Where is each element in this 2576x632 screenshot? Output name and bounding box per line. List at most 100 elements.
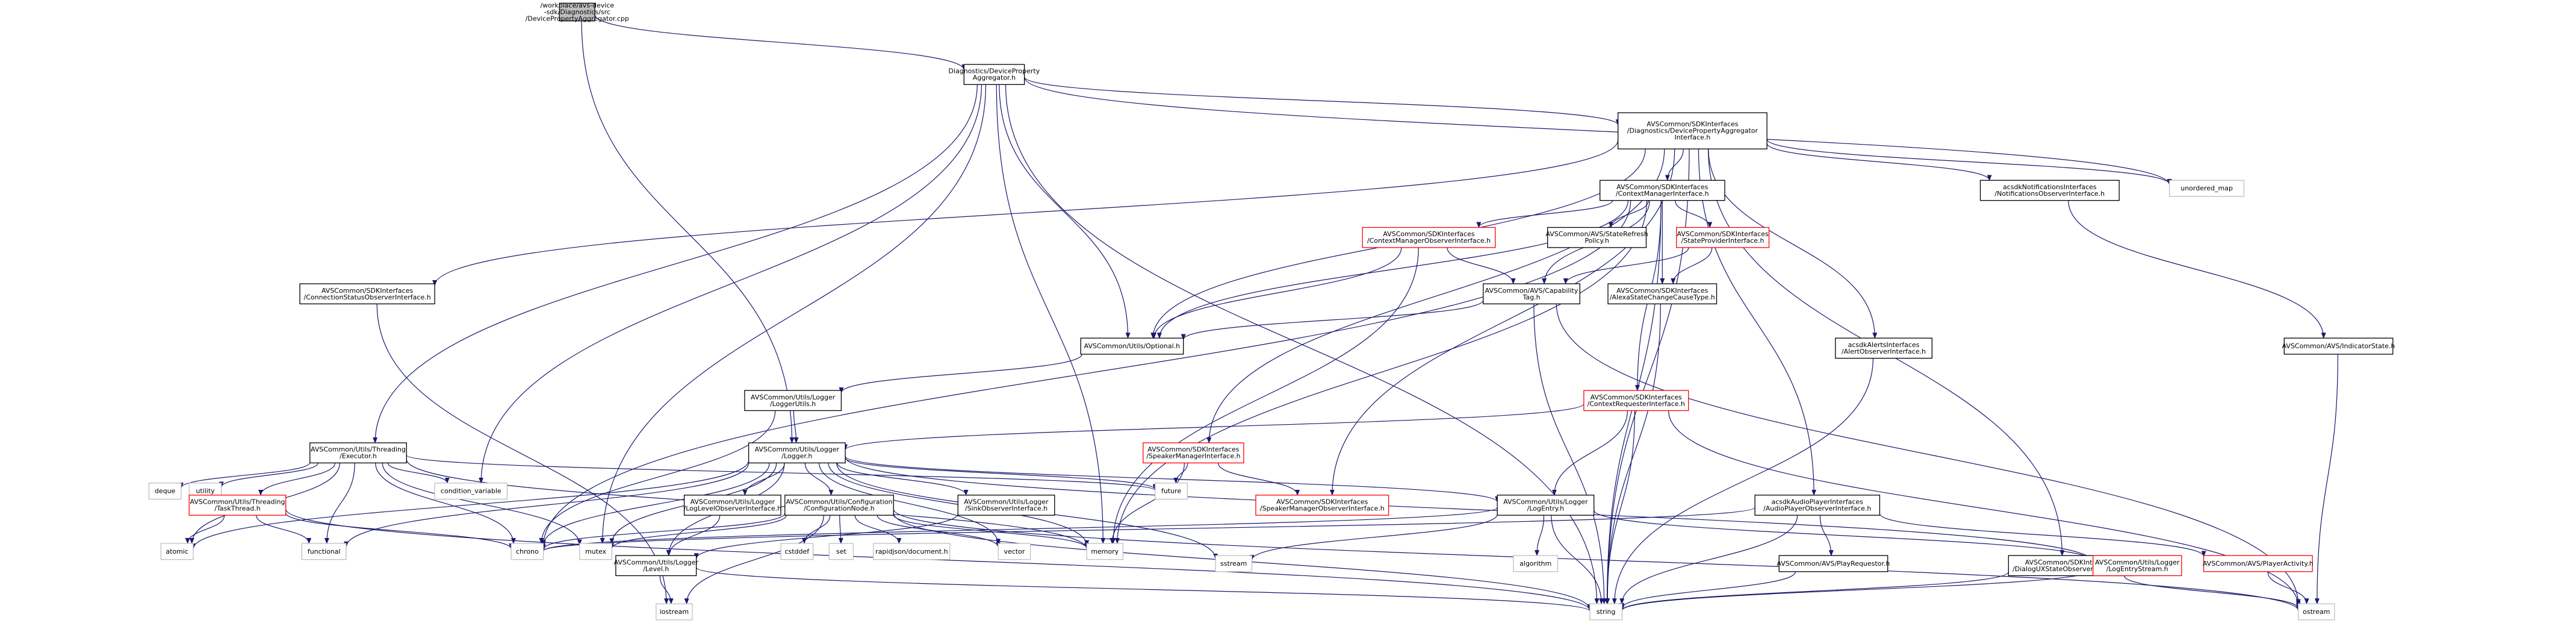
- node-vector[interactable]: vector: [998, 543, 1031, 560]
- edge-cmi-to-optional: [1156, 200, 1628, 339]
- node-label: /AlexaStateChangeCauseType.h: [1610, 293, 1715, 301]
- node-noi[interactable]: acsdkNotificationsInterfaces/Notificatio…: [1979, 180, 2120, 201]
- node-optional[interactable]: AVSCommon/Utils/Optional.h: [1080, 337, 1184, 355]
- node-label: vector: [1004, 548, 1025, 555]
- edge-dpa-to-mutex: [600, 84, 987, 544]
- node-label: Tag.h: [1522, 293, 1540, 301]
- node-box: [683, 495, 781, 516]
- node-dpai[interactable]: AVSCommon/SDKInterfaces/Diagnostics/Devi…: [1618, 112, 1768, 149]
- edge-logger-to-logEntryStream: [845, 457, 2096, 563]
- node-label: /workplace/avs-device: [540, 2, 614, 10]
- node-csoi[interactable]: AVSCommon/SDKInterfaces/ConnectionStatus…: [299, 283, 435, 305]
- node-cmoi[interactable]: AVSCommon/SDKInterfaces/ContextManagerOb…: [1362, 227, 1496, 248]
- node-loggerUtils[interactable]: AVSCommon/Utils/Logger/LoggerUtils.h: [744, 390, 842, 411]
- node-aoi[interactable]: acsdkAlertsInterfaces/AlertObserverInter…: [1835, 337, 1932, 359]
- edge-dpai-to-csoi: [432, 140, 1619, 286]
- node-cmi[interactable]: AVSCommon/SDKInterfaces/ContextManagerIn…: [1600, 180, 1725, 201]
- node-box: [160, 543, 194, 560]
- node-unordered_map[interactable]: unordered_map: [2169, 180, 2245, 197]
- node-root[interactable]: /workplace/avs-device-sdk/Diagnostics/sr…: [526, 2, 629, 23]
- edge-dpa-to-condvar: [479, 84, 982, 484]
- edge-dpa-to-unordered_map: [1024, 77, 2172, 186]
- node-confNode[interactable]: AVSCommon/Utils/Configuration/Configurat…: [784, 495, 894, 516]
- node-label: AVSCommon/AVS/PlayRequestor.h: [1777, 560, 1890, 568]
- edge-dpa-to-optional: [999, 84, 1131, 339]
- node-label: acsdkAudioPlayerInterfaces: [1772, 498, 1864, 506]
- node-rapidjson[interactable]: rapidjson/document.h: [873, 543, 951, 560]
- node-label: Policy.h: [1584, 237, 1609, 245]
- edge-logger-to-future: [845, 457, 1158, 490]
- edge-cmoi-to-optional: [1151, 247, 1402, 339]
- node-sstream[interactable]: sstream: [1215, 555, 1253, 572]
- node-algorithm[interactable]: algorithm: [1513, 555, 1559, 572]
- node-playReq[interactable]: AVSCommon/AVS/PlayRequestor.h: [1777, 555, 1890, 572]
- node-label: mutex: [585, 548, 607, 555]
- node-logEntry[interactable]: AVSCommon/Utils/Logger/LogEntry.h: [1497, 495, 1595, 516]
- edge-dpai-to-unordered_map: [1766, 139, 2172, 185]
- node-label: AVSCommon/Utils/Logger: [614, 558, 699, 566]
- node-label: AVSCommon/SDKInterfaces: [1677, 230, 1768, 238]
- node-set[interactable]: set: [828, 543, 854, 560]
- node-smoi[interactable]: AVSCommon/SDKInterfaces/SpeakerManagerOb…: [1255, 495, 1389, 516]
- node-memory[interactable]: memory: [1086, 543, 1124, 560]
- node-iostream[interactable]: iostream: [656, 603, 693, 621]
- node-label: /Level.h: [643, 565, 669, 573]
- node-box: [1676, 227, 1770, 248]
- node-mutex[interactable]: mutex: [579, 543, 612, 560]
- edge-smi-to-memory: [1110, 463, 1185, 544]
- node-ascct[interactable]: AVSCommon/SDKInterfaces/AlexaStateChange…: [1607, 283, 1718, 305]
- node-box: [1618, 112, 1768, 149]
- node-label: /SpeakerManagerObserverInterface.h: [1260, 505, 1385, 513]
- node-box: [1143, 442, 1244, 464]
- node-future[interactable]: future: [1155, 483, 1188, 500]
- node-label: AVSCommon/Utils/Configuration: [786, 498, 892, 506]
- node-label: /StateProviderInterface.h: [1681, 237, 1764, 245]
- node-label: AVSCommon/AVS/Capability: [1485, 287, 1578, 295]
- edge-dpa-to-dpai: [1024, 77, 1621, 126]
- edge-executor-to-taskThread: [258, 463, 336, 496]
- node-box: [963, 64, 1025, 85]
- node-ostream[interactable]: ostream: [2298, 603, 2335, 621]
- edge-executor-to-future: [406, 454, 1158, 491]
- node-deque[interactable]: deque: [148, 483, 182, 500]
- node-taskThread[interactable]: AVSCommon/Utils/Threading/TaskThread.h: [188, 495, 287, 516]
- node-chrono[interactable]: chrono: [511, 543, 544, 560]
- node-box: [873, 543, 951, 560]
- node-lloi[interactable]: AVSCommon/Utils/Logger/LogLevelObserverI…: [683, 495, 782, 516]
- edge-cri-to-logEntry: [1551, 410, 1628, 496]
- edge-spi-to-ascct: [1671, 247, 1713, 284]
- node-apoi[interactable]: acsdkAudioPlayerInterfaces/AudioPlayerOb…: [1754, 495, 1881, 516]
- node-logEntryStream[interactable]: AVSCommon/Utils/Logger/LogEntryStream.h: [2093, 555, 2182, 577]
- node-spi[interactable]: AVSCommon/SDKInterfaces/StateProviderInt…: [1676, 227, 1770, 248]
- node-label: AVSCommon/AVS/StateRefresh: [1545, 230, 1648, 238]
- node-box: [1362, 227, 1496, 248]
- node-label: AVSCommon/SDKInterfaces: [321, 287, 413, 295]
- node-cstddef[interactable]: cstddef: [780, 543, 814, 560]
- node-dpa[interactable]: Diagnostics/DevicePropertyAggregator.h: [949, 64, 1040, 85]
- node-cri[interactable]: AVSCommon/SDKInterfaces/ContextRequester…: [1583, 390, 1689, 411]
- node-condvar[interactable]: condition_variable: [434, 483, 508, 500]
- node-label: AVSCommon/SDKInterfaces: [1276, 498, 1368, 506]
- node-logger[interactable]: AVSCommon/Utils/Logger/Logger.h: [748, 442, 846, 464]
- node-functional[interactable]: functional: [301, 543, 347, 560]
- node-string[interactable]: string: [1589, 603, 1623, 621]
- node-label: /SinkObserverInterface.h: [965, 505, 1047, 513]
- node-playerActivity[interactable]: AVSCommon/AVS/PlayerActivity.h: [2203, 555, 2314, 572]
- node-label: ostream: [2303, 608, 2330, 616]
- edge-sinkObs-to-level: [694, 513, 958, 560]
- edge-logEntry-to-algorithm: [1535, 515, 1545, 557]
- node-level[interactable]: AVSCommon/Utils/Logger/Level.h: [614, 555, 699, 577]
- nodes-layer: /workplace/avs-device-sdk/Diagnostics/sr…: [148, 2, 2395, 621]
- node-label: sstream: [1220, 560, 1247, 568]
- node-box: [1835, 337, 1932, 359]
- node-atomic[interactable]: atomic: [160, 543, 194, 560]
- edge-confNode-to-chrono: [541, 513, 786, 550]
- node-indicator[interactable]: AVSCommon/AVS/IndicatorState.h: [2282, 337, 2395, 355]
- node-label: /ContextRequesterInterface.h: [1587, 400, 1686, 408]
- node-smi[interactable]: AVSCommon/SDKInterfaces/SpeakerManagerIn…: [1143, 442, 1244, 464]
- node-sinkObs[interactable]: AVSCommon/Utils/Logger/SinkObserverInter…: [957, 495, 1055, 516]
- edge-taskThread-to-functional: [256, 515, 312, 544]
- node-executor[interactable]: AVSCommon/Utils/Threading/Executor.h: [309, 442, 407, 464]
